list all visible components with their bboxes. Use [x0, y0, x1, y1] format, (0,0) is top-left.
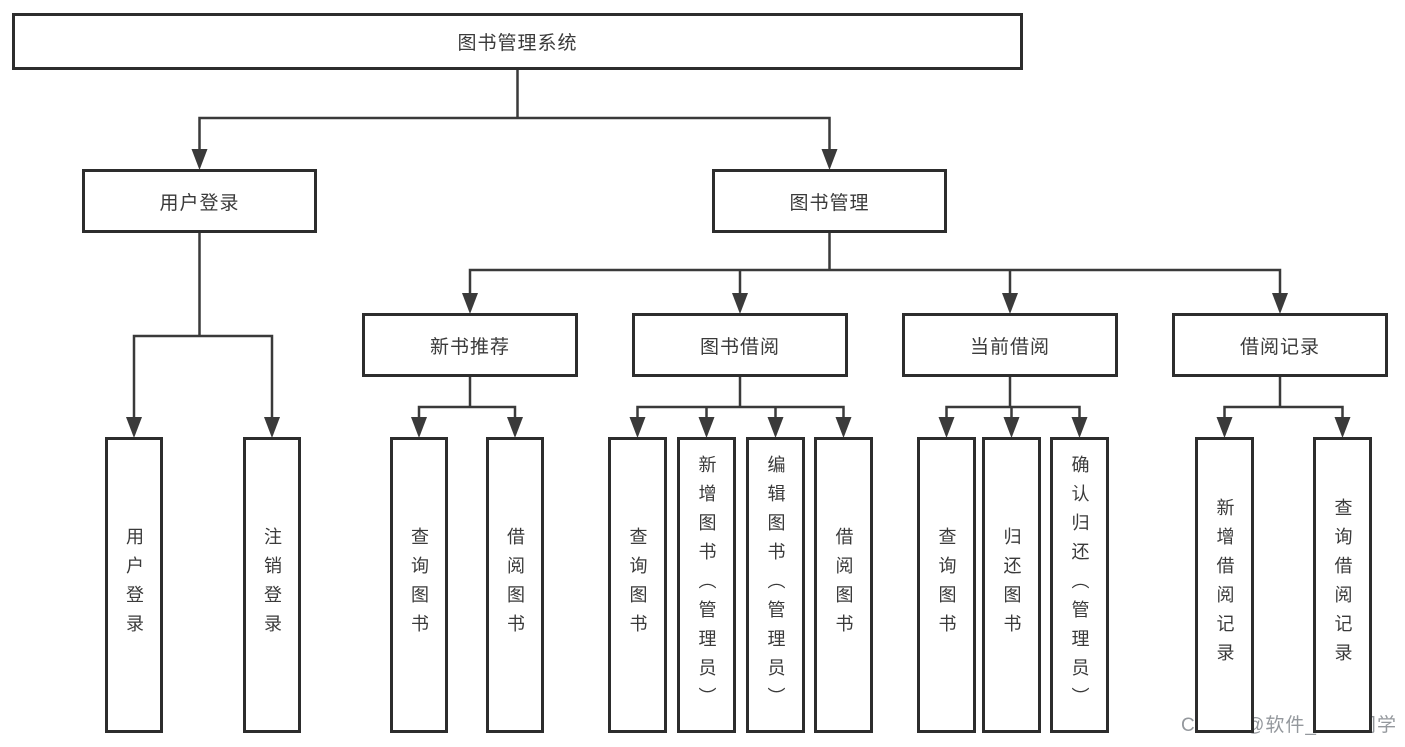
connector-current-borrowing — [945, 375, 1081, 420]
node-label: 新增借阅记录 — [1214, 498, 1235, 672]
node-borrow-books-1: 借阅图书 — [486, 437, 544, 733]
connector-new-book-recommend — [417, 375, 517, 420]
connector-book-borrowing — [636, 375, 845, 420]
node-label: 编辑图书（管理员） — [765, 454, 786, 716]
node-label: 借阅图书 — [505, 527, 525, 643]
node-label: 图书借阅 — [699, 336, 780, 358]
node-label: 用户登录 — [159, 192, 240, 214]
connector-root — [198, 68, 831, 152]
arrowhead-icon — [629, 417, 646, 438]
arrowhead-icon — [126, 417, 142, 438]
arrowhead-icon — [1002, 293, 1018, 314]
arrowhead-icon — [1216, 417, 1233, 438]
connector-user-login-group — [132, 231, 274, 420]
node-borrowing-records: 借阅记录 — [1172, 313, 1388, 377]
connector-book-management — [468, 231, 1282, 296]
arrowhead-icon — [507, 417, 523, 438]
arrowhead-icon — [938, 417, 955, 438]
node-label: 用户登录 — [124, 527, 144, 643]
node-label: 图书管理 — [789, 192, 870, 214]
node-borrow-books-2: 借阅图书 — [814, 437, 873, 733]
connector-borrowing-records — [1223, 375, 1344, 420]
node-label: 查询图书 — [627, 527, 648, 643]
arrowhead-icon — [1003, 417, 1020, 438]
node-add-borrow-record: 新增借阅记录 — [1195, 437, 1254, 733]
node-query-books-3: 查询图书 — [917, 437, 976, 733]
node-user-login: 用户登录 — [105, 437, 163, 733]
node-book-borrowing: 图书借阅 — [632, 313, 848, 377]
node-confirm-return-admin: 确认归还（管理员） — [1050, 437, 1109, 733]
arrowhead-icon — [767, 417, 784, 438]
arrowhead-icon — [264, 417, 280, 438]
arrowhead-icon — [411, 417, 427, 438]
node-root: 图书管理系统 — [12, 13, 1023, 70]
node-current-borrowing: 当前借阅 — [902, 313, 1118, 377]
node-query-books-2: 查询图书 — [608, 437, 667, 733]
arrowhead-icon — [821, 149, 838, 170]
arrowhead-icon — [1334, 417, 1351, 438]
arrowhead-icon — [191, 149, 208, 170]
node-label: 新增图书（管理员） — [696, 454, 717, 716]
arrowhead-icon — [1272, 293, 1288, 314]
node-label: 查询借阅记录 — [1332, 498, 1353, 672]
node-label: 查询图书 — [409, 527, 429, 643]
node-label: 查询图书 — [936, 527, 957, 643]
node-logout: 注销登录 — [243, 437, 301, 733]
arrowhead-icon — [698, 417, 715, 438]
node-return-books: 归还图书 — [982, 437, 1041, 733]
node-label: 新书推荐 — [429, 336, 510, 358]
node-label: 借阅记录 — [1239, 336, 1320, 358]
node-label: 当前借阅 — [969, 336, 1050, 358]
arrowhead-icon — [835, 417, 852, 438]
node-edit-books-admin: 编辑图书（管理员） — [746, 437, 805, 733]
node-book-management: 图书管理 — [712, 169, 947, 233]
node-add-books-admin: 新增图书（管理员） — [677, 437, 736, 733]
node-label: 借阅图书 — [833, 527, 854, 643]
arrowhead-icon — [1071, 417, 1088, 438]
node-label: 归还图书 — [1001, 527, 1022, 643]
node-label: 图书管理系统 — [457, 33, 578, 54]
arrowhead-icon — [462, 293, 478, 314]
node-query-borrow-record: 查询借阅记录 — [1313, 437, 1372, 733]
node-label: 注销登录 — [262, 527, 282, 643]
node-user-login-group: 用户登录 — [82, 169, 317, 233]
node-label: 确认归还（管理员） — [1069, 454, 1090, 716]
arrowhead-icon — [732, 293, 748, 314]
node-new-book-recommend: 新书推荐 — [362, 313, 578, 377]
node-query-books-1: 查询图书 — [390, 437, 448, 733]
